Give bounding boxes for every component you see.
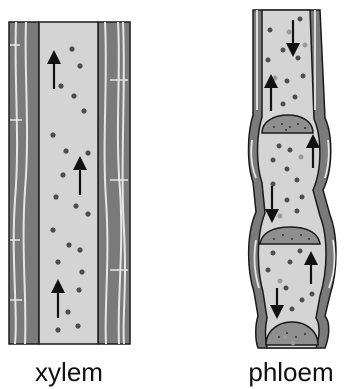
phloem-label: phloem (248, 357, 333, 387)
xylem-vessel (9, 22, 130, 344)
xylem-lumen (39, 22, 98, 344)
phloem-sieve-tube (249, 10, 337, 348)
xylem-label: xylem (35, 357, 103, 387)
